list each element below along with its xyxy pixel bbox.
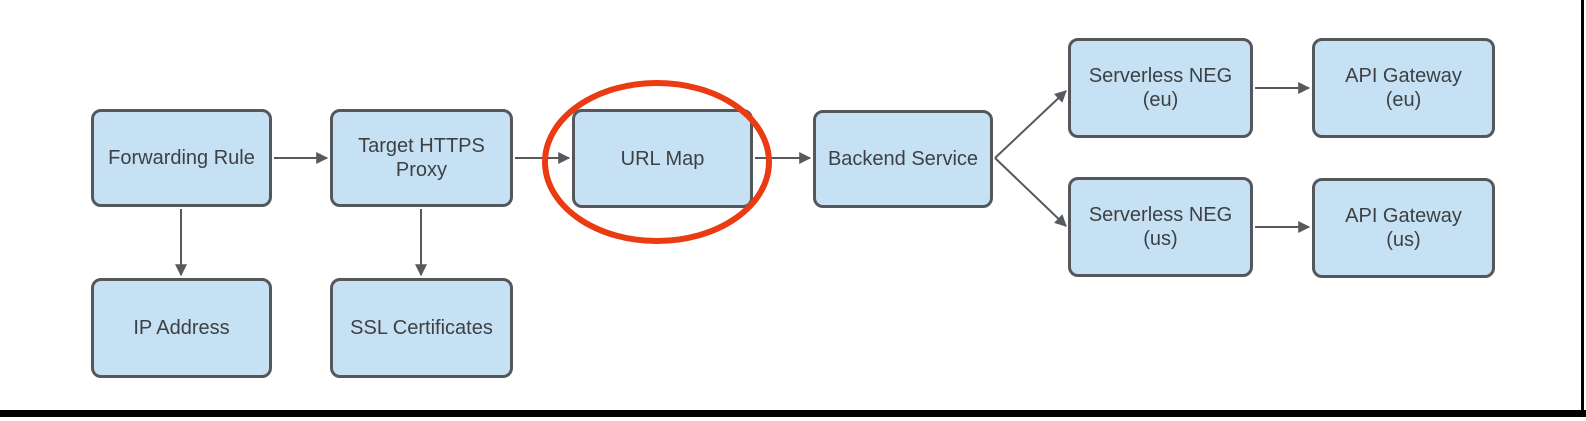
serverless-neg-eu-node: Serverless NEG (eu) (1068, 38, 1253, 138)
node-label: API Gateway (eu) (1345, 65, 1462, 111)
node-label: Forwarding Rule (108, 147, 255, 169)
node-label: Serverless NEG (us) (1088, 204, 1233, 250)
node-label: IP Address (133, 317, 230, 339)
node-label: Target HTTPS Proxy (358, 135, 485, 181)
bottom-frame-line (0, 410, 1586, 417)
node-label: URL Map (620, 147, 705, 170)
ip-address-node: IP Address (91, 278, 272, 378)
serverless-neg-us-node: Serverless NEG (us) (1068, 177, 1253, 277)
api-gateway-eu-node: API Gateway (eu) (1312, 38, 1495, 138)
node-label: API Gateway (us) (1345, 205, 1462, 251)
ssl-certificates-node: SSL Certificates (330, 278, 513, 378)
node-label: Backend Service (827, 148, 979, 170)
right-frame-line (1581, 0, 1584, 417)
node-label: SSL Certificates (350, 317, 493, 339)
url-map-node: URL Map (572, 109, 753, 208)
api-gateway-us-node: API Gateway (us) (1312, 178, 1495, 278)
backend-service-node: Backend Service (813, 110, 993, 208)
forwarding-rule-node: Forwarding Rule (91, 109, 272, 207)
node-label: Serverless NEG (eu) (1088, 65, 1233, 111)
target-https-proxy-node: Target HTTPS Proxy (330, 109, 513, 207)
